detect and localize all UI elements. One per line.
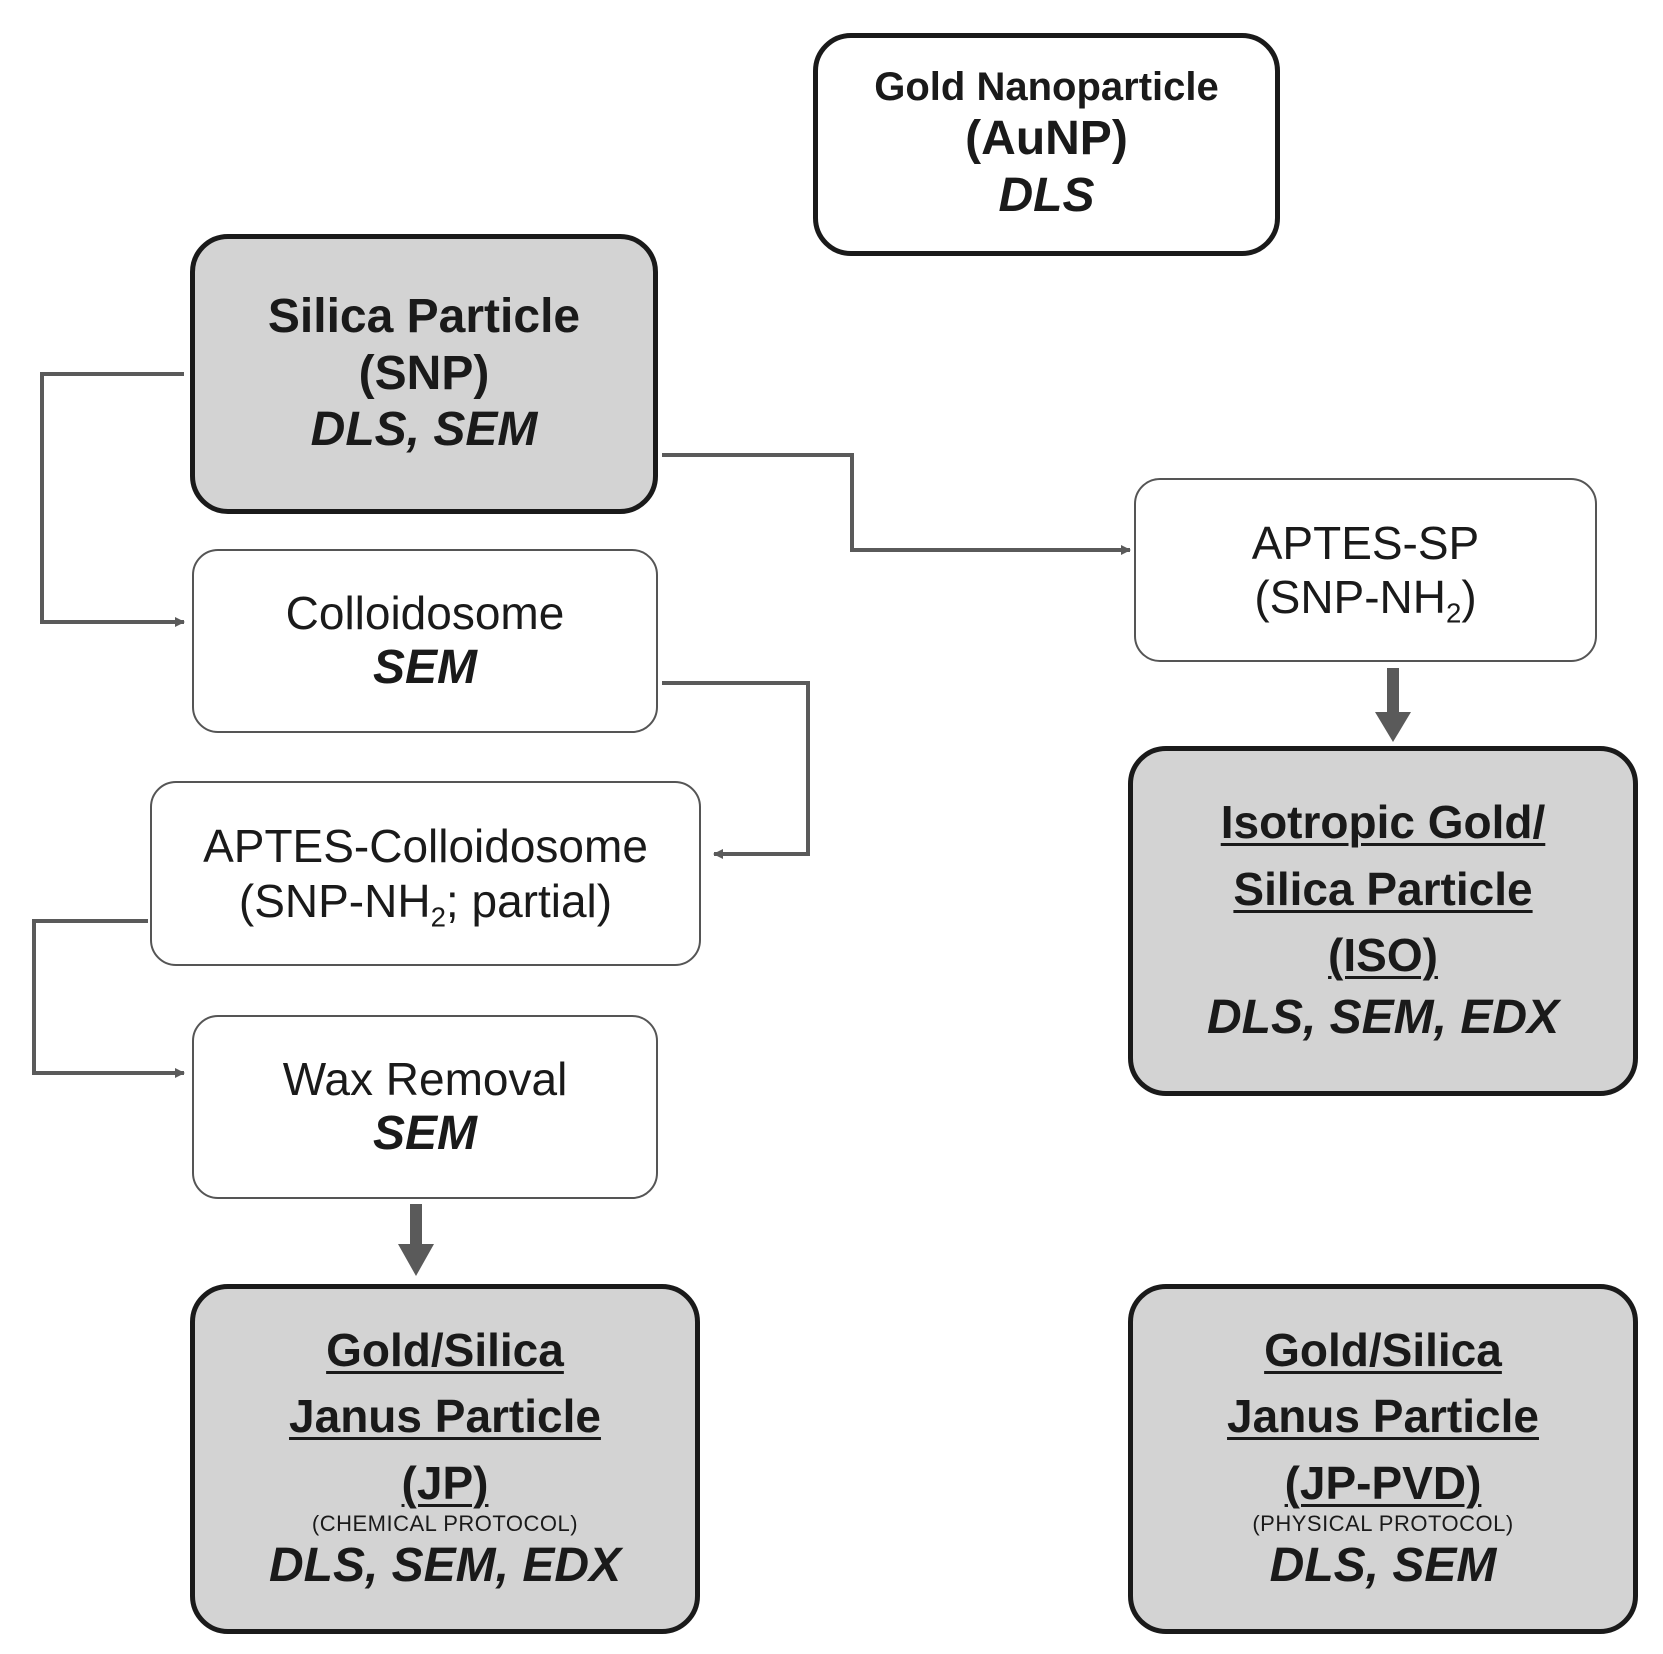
abbr-prefix: (SNP-NH (1254, 571, 1446, 623)
node-colloidosome: Colloidosome SEM (192, 549, 658, 733)
node-aptes-sp-name: APTES-SP (1251, 516, 1480, 569)
node-jp-pvd-line2: Janus Particle (1227, 1390, 1539, 1443)
node-jp-methods: DLS, SEM, EDX (268, 1539, 622, 1593)
node-jp-protocol: (CHEMICAL PROTOCOL) (311, 1510, 579, 1536)
abbr-suffix: ; partial) (445, 874, 613, 927)
arrow-snp-to-colloidosome (40, 372, 185, 627)
arrow-aptes-sp-to-iso-head (1375, 712, 1411, 742)
abbr-subscript: 2 (1445, 597, 1462, 629)
node-aptes-sp: APTES-SP (SNP-NH2) (1134, 478, 1597, 662)
node-jp-pvd-protocol: (PHYSICAL PROTOCOL) (1252, 1510, 1514, 1536)
node-silica-particle-name: Silica Particle (267, 290, 581, 344)
node-gold-nanoparticle: Gold Nanoparticle (AuNP) DLS (813, 33, 1280, 256)
node-jp-abbr: (JP) (401, 1456, 489, 1509)
node-aptes-sp-abbr: (SNP-NH2) (1254, 570, 1477, 627)
node-jp-pvd-line1: Gold/Silica (1264, 1323, 1502, 1376)
node-jp-line1: Gold/Silica (326, 1323, 564, 1376)
node-janus-particle-chemical: Gold/Silica Janus Particle (JP) (CHEMICA… (190, 1284, 700, 1634)
node-wax-removal: Wax Removal SEM (192, 1015, 658, 1199)
node-jp-line2: Janus Particle (289, 1390, 601, 1443)
node-jp-pvd-abbr: (JP-PVD) (1284, 1456, 1482, 1509)
node-jp-pvd-methods: DLS, SEM (1269, 1539, 1497, 1593)
node-silica-particle-methods: DLS, SEM (310, 403, 538, 457)
node-iso-line2: Silica Particle (1233, 862, 1533, 915)
arrow-colloidosome-to-aptes-colloidosome (662, 681, 810, 859)
node-colloidosome-methods: SEM (372, 640, 477, 694)
arrow-aptes-colloidosome-to-wax-removal (32, 919, 185, 1078)
node-silica-particle: Silica Particle (SNP) DLS, SEM (190, 234, 658, 514)
node-silica-particle-abbr: (SNP) (358, 346, 490, 400)
node-isotropic-gold-silica: Isotropic Gold/ Silica Particle (ISO) DL… (1128, 746, 1638, 1096)
node-wax-removal-name: Wax Removal (282, 1052, 568, 1105)
node-gold-nanoparticle-name: Gold Nanoparticle (874, 65, 1219, 110)
abbr-prefix: (SNP-NH (238, 874, 431, 927)
node-gold-nanoparticle-abbr: (AuNP) (965, 112, 1128, 166)
node-aptes-colloidosome: APTES-Colloidosome (SNP-NH2; partial) (150, 781, 701, 966)
abbr-suffix: ) (1461, 571, 1477, 623)
node-gold-nanoparticle-methods: DLS (998, 169, 1095, 223)
node-iso-methods: DLS, SEM, EDX (1206, 991, 1560, 1045)
arrow-wax-removal-to-jp-head (398, 1244, 434, 1276)
node-aptes-colloidosome-abbr: (SNP-NH2; partial) (238, 874, 613, 931)
node-colloidosome-name: Colloidosome (285, 586, 565, 639)
node-iso-line1: Isotropic Gold/ (1220, 796, 1546, 849)
node-wax-removal-methods: SEM (372, 1106, 477, 1160)
node-janus-particle-physical: Gold/Silica Janus Particle (JP-PVD) (PHY… (1128, 1284, 1638, 1634)
arrow-snp-to-aptes-sp (662, 453, 1131, 555)
node-aptes-colloidosome-name: APTES-Colloidosome (203, 820, 648, 873)
node-iso-abbr: (ISO) (1328, 928, 1438, 981)
abbr-subscript: 2 (430, 901, 446, 933)
